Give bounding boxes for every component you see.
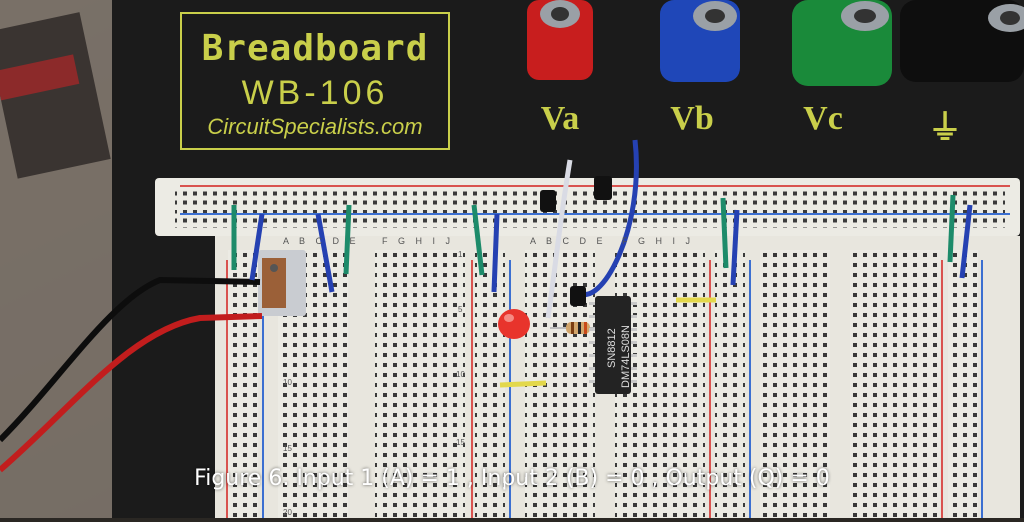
ic-chip[interactable] <box>589 296 637 394</box>
voltage-regulator[interactable] <box>258 250 306 316</box>
rail-holes-right <box>715 250 745 518</box>
binding-post-va[interactable] <box>527 0 593 80</box>
jumper-blue-1[interactable] <box>249 213 265 281</box>
jumper-yellow-2[interactable] <box>499 380 547 388</box>
resistor[interactable] <box>550 322 600 334</box>
rail-holes-left <box>228 250 258 518</box>
chip-marking-line2: DM74LS08N <box>620 325 632 388</box>
top-rail-holes-2 <box>175 210 1005 228</box>
binding-post-ground[interactable] <box>900 0 1024 82</box>
rail-holes-far-right <box>948 250 978 518</box>
column-letters-strip1-right: F G H I J <box>382 236 454 246</box>
post-label-vc: Vc <box>803 100 843 137</box>
column-letters-strip2-left: A B C D E <box>530 236 607 246</box>
board-model: WB-106 <box>241 74 389 112</box>
row-number-10-left: 10 <box>283 378 292 387</box>
box-red-stripe <box>0 54 80 101</box>
row-number-10: 10 <box>456 370 465 379</box>
jumper-blue-5[interactable] <box>959 204 973 279</box>
binding-post-vb[interactable] <box>660 0 740 82</box>
power-wire-black <box>0 276 261 443</box>
chip-marking-line1: SN8812 <box>606 328 618 368</box>
jumper-end-2 <box>594 176 612 200</box>
jumper-blue-4[interactable] <box>730 209 740 286</box>
led-red[interactable] <box>498 309 530 339</box>
jumper-blue-2[interactable] <box>315 213 335 293</box>
jumper-blue-long[interactable] <box>576 139 639 297</box>
strip-3-holes-a <box>760 250 830 518</box>
jumper-green-3[interactable] <box>471 204 485 276</box>
box-object <box>0 12 111 179</box>
figure-caption: Figure 6. Input 1 (A) = 1 , Input 2 (B) … <box>194 466 830 491</box>
board-brand: Breadboard <box>201 28 429 69</box>
power-wire-red <box>0 313 263 473</box>
board-website: CircuitSpecialists.com <box>207 114 423 139</box>
jumper-green-2[interactable] <box>343 204 352 275</box>
strip-1-holes-b <box>375 250 465 518</box>
jumper-white[interactable] <box>545 159 573 319</box>
top-rail-holes-1 <box>175 190 1005 208</box>
row-number-15-left: 15 <box>283 444 292 453</box>
board-logo: Breadboard WB-106 CircuitSpecialists.com <box>180 12 450 150</box>
strip-3-holes-b <box>850 250 940 518</box>
column-letters-strip2-right: F G H I J <box>622 236 694 246</box>
binding-post-vc[interactable] <box>792 0 892 86</box>
jumper-blue-3[interactable] <box>491 213 500 293</box>
row-number-5: 5 <box>458 305 463 314</box>
post-label-vb: Vb <box>670 100 714 137</box>
row-number-20-left: 20 <box>283 508 292 517</box>
column-letters-strip1-left: A B C D E <box>283 236 360 246</box>
ground-symbol-icon: ⏚ <box>928 110 962 147</box>
jumper-green-4[interactable] <box>720 197 729 269</box>
jumper-green-5[interactable] <box>947 194 956 263</box>
jumper-end-1 <box>540 190 556 212</box>
post-label-va: Va <box>540 100 580 137</box>
row-number-1: 1 <box>458 250 463 259</box>
row-number-15: 15 <box>456 438 465 447</box>
jumper-end-3 <box>570 286 586 306</box>
